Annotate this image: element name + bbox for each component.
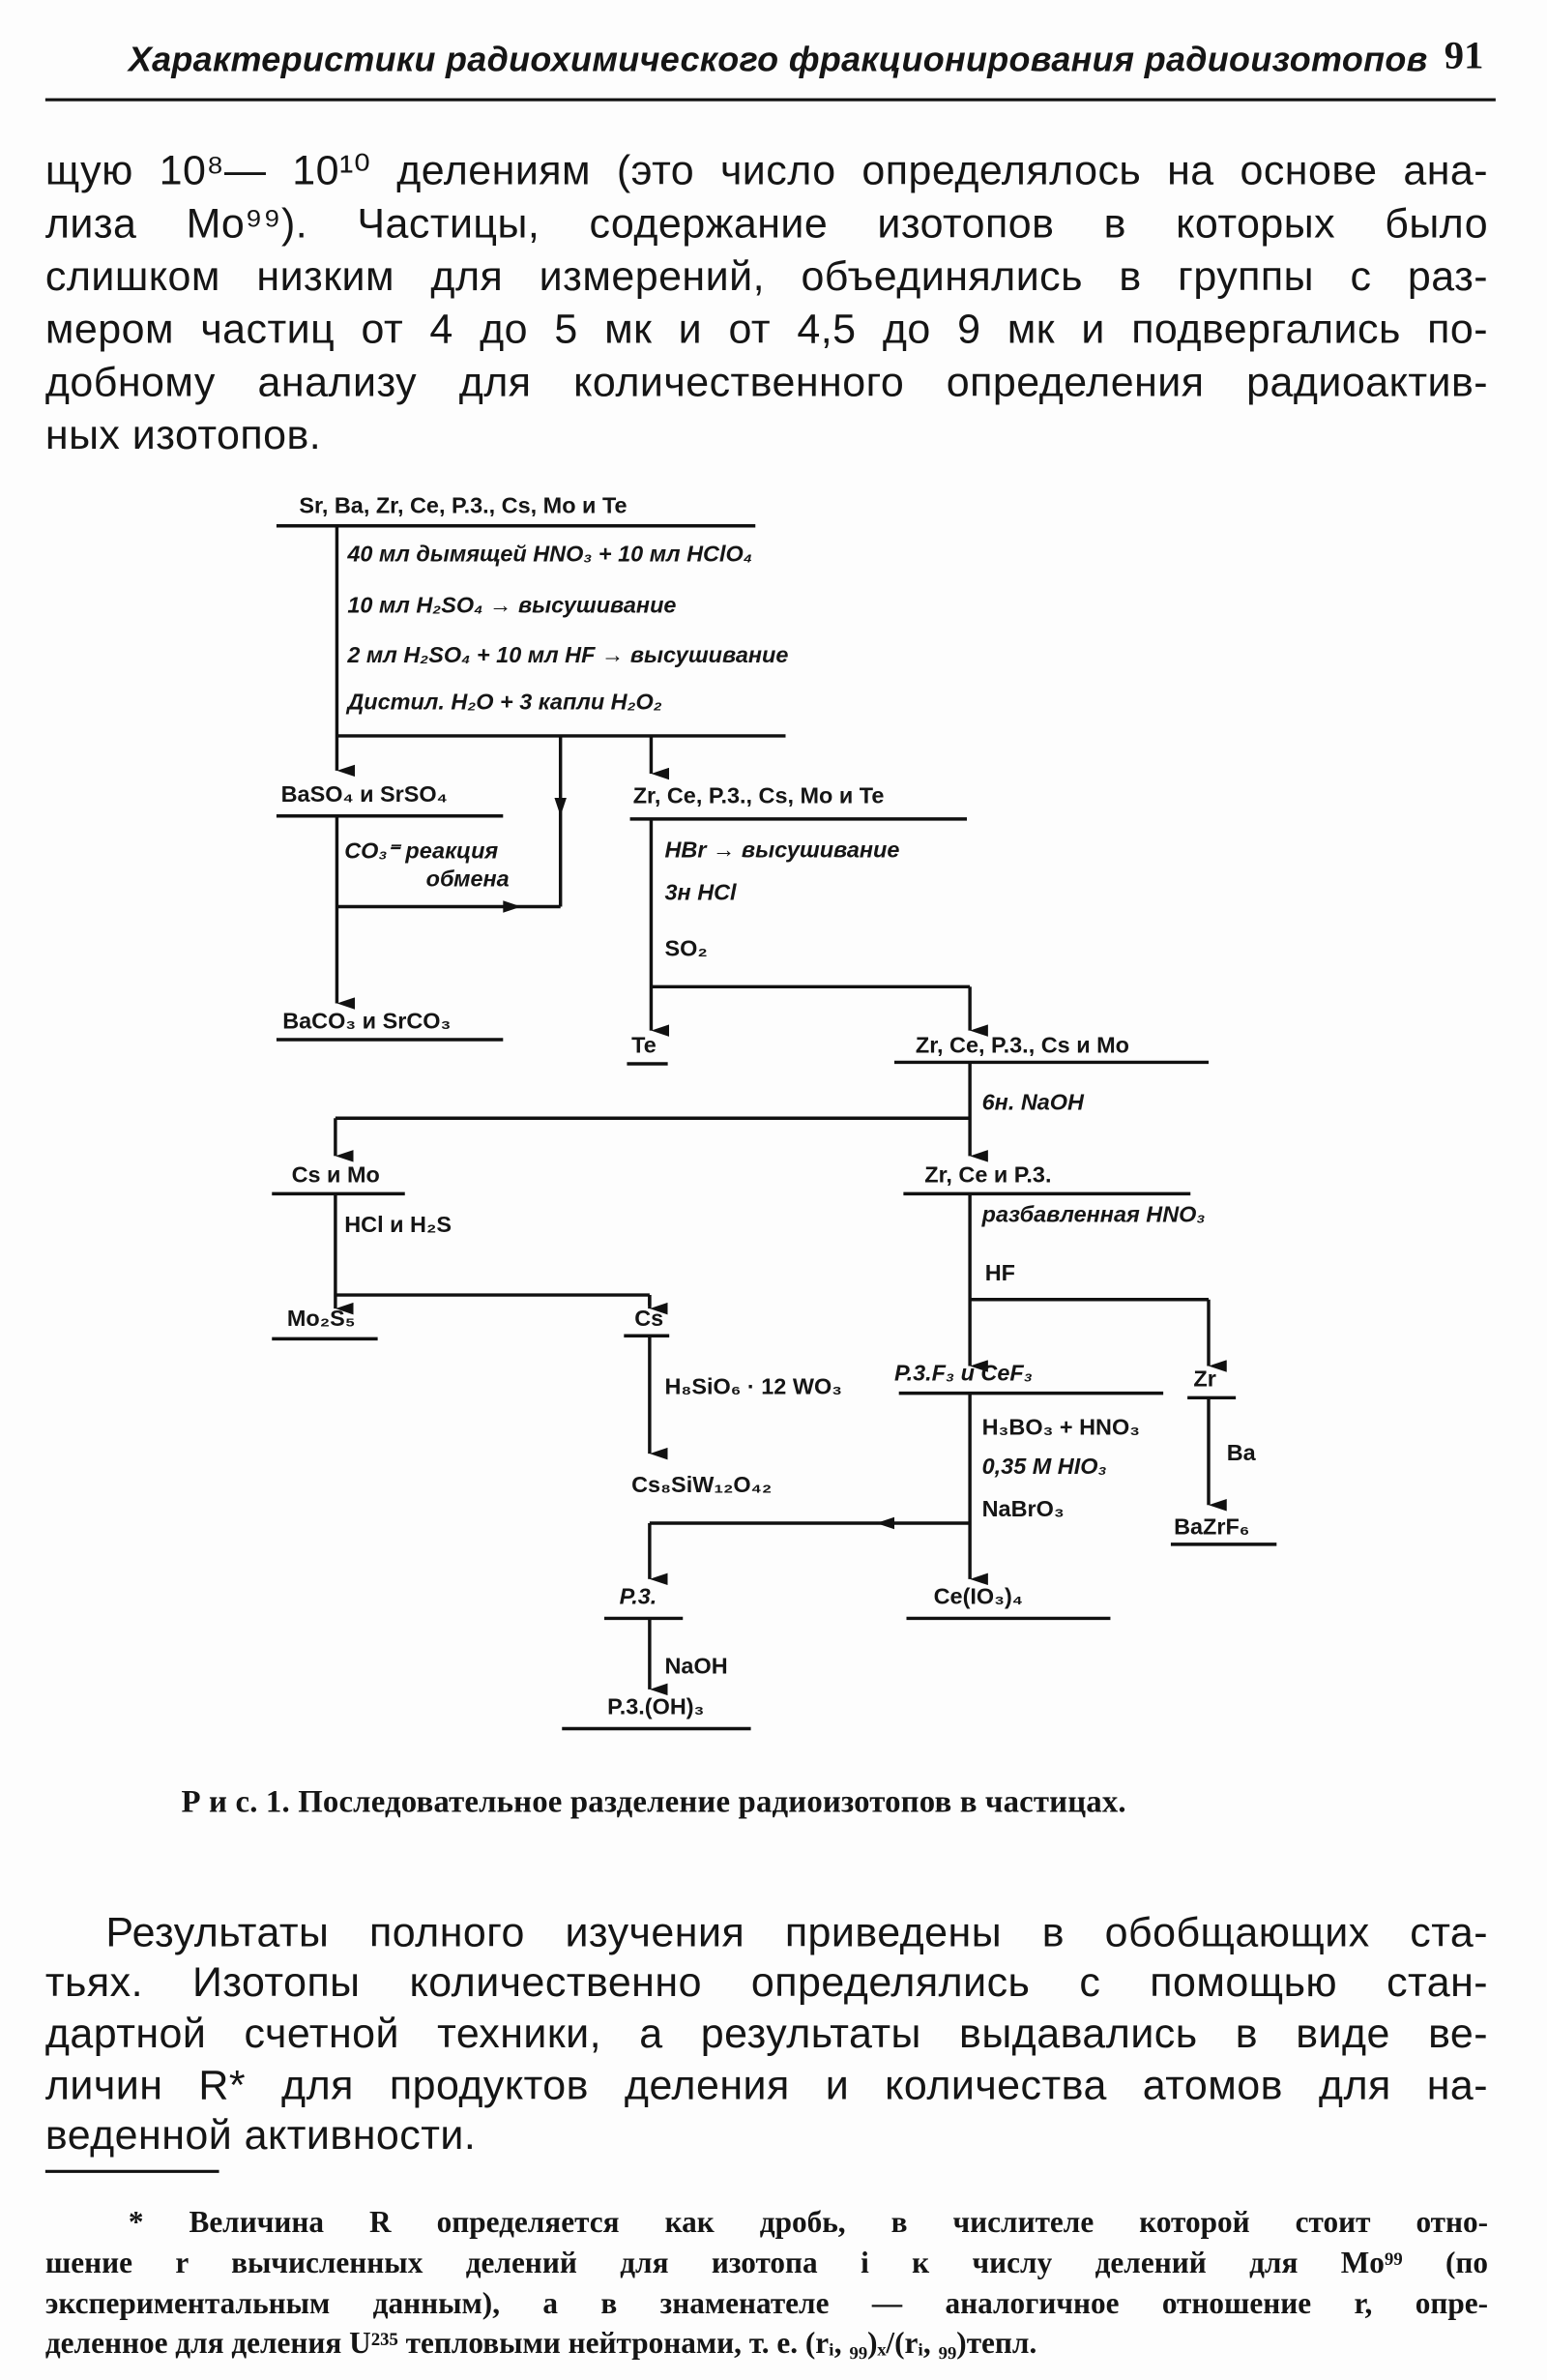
footnote-line: шение r вычисленных делений для изотопа …: [44, 2247, 1489, 2280]
reagent: HBr → высушивание: [664, 837, 900, 864]
node-cs-mo: Cs и Mo: [291, 1162, 380, 1189]
reagent: 0,35 M HIO₃: [981, 1454, 1107, 1481]
text-line: Результаты полного изучения приведены в …: [105, 1908, 1489, 1955]
node-zr-group-2: Zr, Ce, P.3., Cs и Mo: [915, 1032, 1129, 1059]
node-te: Te: [631, 1032, 657, 1059]
arrow-right: [503, 900, 522, 913]
node-p3: P.3.: [619, 1584, 657, 1610]
header-rule: [44, 98, 1496, 102]
reagent: 10 мл H₂SO₄ → высушивание: [347, 593, 677, 619]
reagent: 40 мл дымящей HNO₃ + 10 мл HClO₄: [347, 542, 753, 568]
node-baso4: BaSO₄ и SrSO₄: [280, 781, 448, 808]
reagent: 2 мл H₂SO₄ + 10 мл HF → высушивание: [347, 642, 789, 669]
text-line: лиза Mo⁹⁹). Частицы, содержание изотопов…: [44, 199, 1489, 247]
node-mo2s5: Mo₂S₅: [286, 1306, 356, 1333]
reagent: обмена: [425, 867, 510, 893]
node-cs: Cs: [634, 1306, 664, 1333]
reagent: 6н. NaOH: [981, 1090, 1084, 1116]
text-line: добному анализу для количественного опре…: [44, 358, 1489, 405]
node-start: Sr, Ba, Zr, Ce, P.3., Cs, Mo и Te: [299, 493, 628, 519]
node-zr-ce-p3: Zr, Ce и P.3.: [924, 1162, 1052, 1189]
node-baco3: BaCO₃ и SrCO₃: [282, 1008, 452, 1035]
node-zr-group-1: Zr, Ce, P.3., Cs, Mo и Te: [632, 783, 885, 809]
reagent: HCl и H₂S: [344, 1212, 452, 1239]
reagent: CO₃⁼ реакция: [344, 838, 499, 865]
node-bazrf6: BaZrF₆: [1174, 1514, 1250, 1541]
page-number: 91: [1444, 33, 1484, 77]
reagent: 3н HCl: [664, 880, 737, 906]
text-line: слишком низким для измерений, объединяли…: [44, 251, 1489, 300]
arrow-left: [876, 1516, 894, 1530]
arrow-up: [554, 798, 567, 816]
node-cs8: Cs₈SiW₁₂O₄₂: [631, 1472, 773, 1499]
reagent: Дистил. H₂O + 3 капли H₂O₂: [347, 690, 662, 716]
text-line: веденной активности.: [44, 2110, 477, 2159]
text-line: мером частиц от 4 до 5 мк и от 4,5 до 9 …: [44, 305, 1489, 353]
node-zr: Zr: [1193, 1366, 1216, 1393]
text-line: ных изотопов.: [44, 411, 322, 458]
reagent: H₃BO₃ + HNO₃: [981, 1415, 1141, 1441]
footnote-line: * Величина R определяется как дробь, в ч…: [128, 2206, 1489, 2240]
text-line: дартной счетной техники, а результаты вы…: [44, 2010, 1489, 2057]
footnote-line: экспериментальным данным), а в знаменате…: [44, 2287, 1489, 2321]
reagent: NaBrO₃: [981, 1496, 1065, 1523]
reagent: HF: [984, 1260, 1015, 1287]
figure-caption: Р и с. 1. Последовательное разделение ра…: [181, 1782, 1126, 1820]
reagent: разбавленная HNO₃: [981, 1201, 1206, 1228]
reagent: SO₂: [664, 935, 708, 962]
node-p3oh3: P.3.(OH)₃: [607, 1694, 705, 1720]
reagent: H₈SiO₆ · 12 WO₃: [664, 1374, 843, 1400]
running-title: Характеристики радиохимического фракцион…: [128, 39, 1428, 79]
reagent: Ba: [1226, 1440, 1256, 1467]
node-ceio3: Ce(IO₃)₄: [933, 1584, 1023, 1610]
text-line: тьях. Изотопы количественно определялись…: [44, 1958, 1489, 2006]
footnote-line: деленное для деления U²³⁵ тепловыми нейт…: [44, 2327, 1037, 2361]
reagent: NaOH: [664, 1654, 728, 1680]
text-line: щую 10⁸— 10¹⁰ делениям (это число опреде…: [44, 146, 1489, 193]
text-line: личин R* для продуктов деления и количес…: [44, 2061, 1489, 2108]
footnote-rule: [44, 2169, 219, 2173]
node-p3f3: P.3.F₃ и CeF₃: [894, 1361, 1033, 1387]
